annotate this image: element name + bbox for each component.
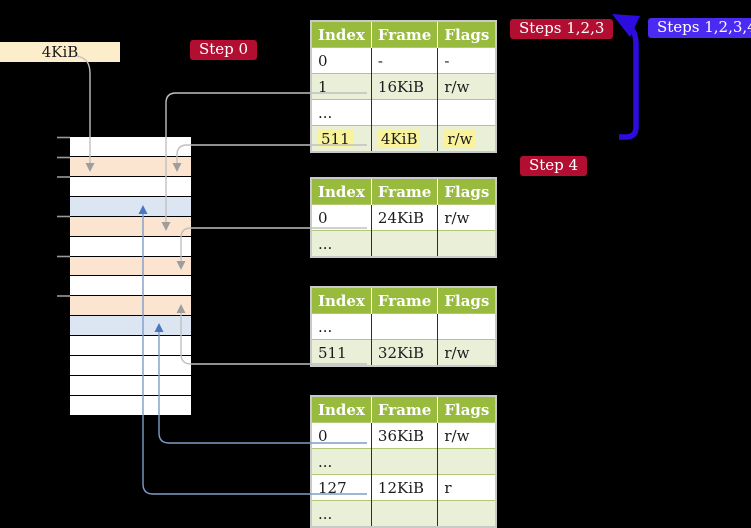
table-cell <box>437 448 497 475</box>
memory-frame-row-0-white <box>70 137 191 156</box>
memory-frame-row-10-white <box>70 335 191 356</box>
table-cell: 127 <box>311 474 372 501</box>
table-cell: r/w <box>437 125 497 152</box>
table-cell: 0 <box>311 47 372 74</box>
memory-frame-row-8-peach <box>70 295 191 316</box>
table-cell: 32KiB <box>370 339 438 366</box>
table-cell: 0 <box>311 204 372 231</box>
table-row: 511 4KiB r/w <box>311 125 497 152</box>
table-cell: r <box>437 474 497 501</box>
table-cell: r/w <box>437 422 497 449</box>
highlighted-value: 4KiB <box>377 129 421 148</box>
highlighted-value: 511 <box>318 129 353 148</box>
steps123-badge: Steps 1,2,3 <box>510 19 614 39</box>
memory-frame-row-3-blue <box>70 195 191 216</box>
table-cell: 36KiB <box>370 422 438 449</box>
table-row: ... <box>311 500 497 527</box>
table-cell: 4KiB <box>370 125 438 152</box>
table-cell <box>370 313 438 340</box>
physical-memory-column <box>70 137 191 415</box>
highlighted-value: r/w <box>444 129 476 148</box>
memory-frame-row-11-white <box>70 355 191 376</box>
table-cell <box>370 448 438 475</box>
table-row: ... <box>311 313 497 340</box>
memory-frame-row-1-peach <box>70 155 191 176</box>
memory-tick-marks <box>57 136 70 297</box>
steps1234-badge: Steps 1,2,3,4 <box>648 18 751 38</box>
table-cell: 511 <box>311 125 372 152</box>
table-row: ... <box>311 99 497 126</box>
table-cell: ... <box>311 230 372 257</box>
memory-frame-row-5-white <box>70 235 191 256</box>
table-cell: 12KiB <box>370 474 438 501</box>
table-cell <box>370 230 438 257</box>
table-cell <box>370 500 438 527</box>
column-header-flags: Flags <box>437 178 497 205</box>
memory-frame-row-9-blue <box>70 315 191 336</box>
column-header-index: Index <box>311 21 372 48</box>
table-cell: - <box>437 47 497 74</box>
column-header-flags: Flags <box>437 396 497 423</box>
table-cell: r/w <box>437 73 497 100</box>
column-header-index: Index <box>311 396 372 423</box>
column-header-frame: Frame <box>370 287 438 314</box>
memory-frame-row-7-white <box>70 275 191 296</box>
table-cell: r/w <box>437 339 497 366</box>
table-cell <box>437 99 497 126</box>
table-cell <box>437 500 497 527</box>
column-header-frame: Frame <box>370 178 438 205</box>
memory-frame-row-12-white <box>70 375 191 395</box>
table-cell: 16KiB <box>370 73 438 100</box>
table-cell: ... <box>311 99 372 126</box>
table-cell: ... <box>311 448 372 475</box>
table-row: ... <box>311 448 497 475</box>
memory-frame-row-4-peach <box>70 215 191 236</box>
table-cell: ... <box>311 500 372 527</box>
table-row: ... <box>311 230 497 257</box>
table-cell: 511 <box>311 339 372 366</box>
memory-frame-row-2-white <box>70 175 191 196</box>
table-cell: - <box>370 47 438 74</box>
table-cell: 0 <box>311 422 372 449</box>
column-header-frame: Frame <box>370 396 438 423</box>
column-header-flags: Flags <box>437 21 497 48</box>
column-header-frame: Frame <box>370 21 438 48</box>
memory-frame-row-13-white <box>70 394 191 415</box>
table-cell: ... <box>311 313 372 340</box>
table-cell: 24KiB <box>370 204 438 231</box>
memory-frame-row-6-peach <box>70 255 191 276</box>
table-cell: r/w <box>437 204 497 231</box>
step0-badge: Step 0 <box>190 40 258 60</box>
table-cell <box>370 99 438 126</box>
table-cell: 1 <box>311 73 372 100</box>
loopback-arrow <box>612 14 640 140</box>
table-cell <box>437 313 497 340</box>
column-header-flags: Flags <box>437 287 497 314</box>
step4-badge: Step 4 <box>520 156 588 176</box>
column-header-index: Index <box>311 178 372 205</box>
page-size-label: 4KiB <box>0 42 120 62</box>
column-header-index: Index <box>311 287 372 314</box>
table-cell <box>437 230 497 257</box>
table-row: 0-- <box>311 47 497 74</box>
